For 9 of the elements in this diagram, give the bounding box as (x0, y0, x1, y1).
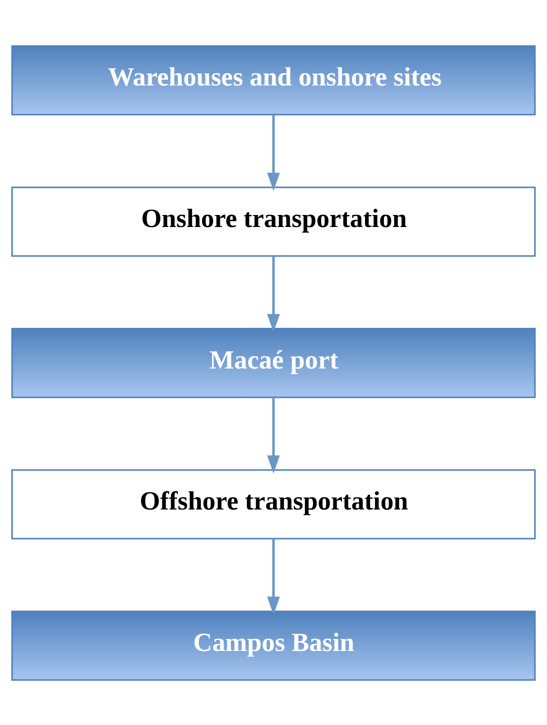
arrow (267, 538, 280, 614)
node-box: Warehouses and onshore sites (11, 44, 536, 115)
arrow (267, 114, 280, 190)
node-box: Onshore transportation (11, 186, 536, 256)
arrow (267, 396, 280, 474)
node-box: Campos Basin (11, 610, 536, 680)
node-box: Macaé port (11, 327, 536, 398)
arrow (267, 256, 280, 332)
node-box: Offshore transportation (11, 468, 536, 539)
